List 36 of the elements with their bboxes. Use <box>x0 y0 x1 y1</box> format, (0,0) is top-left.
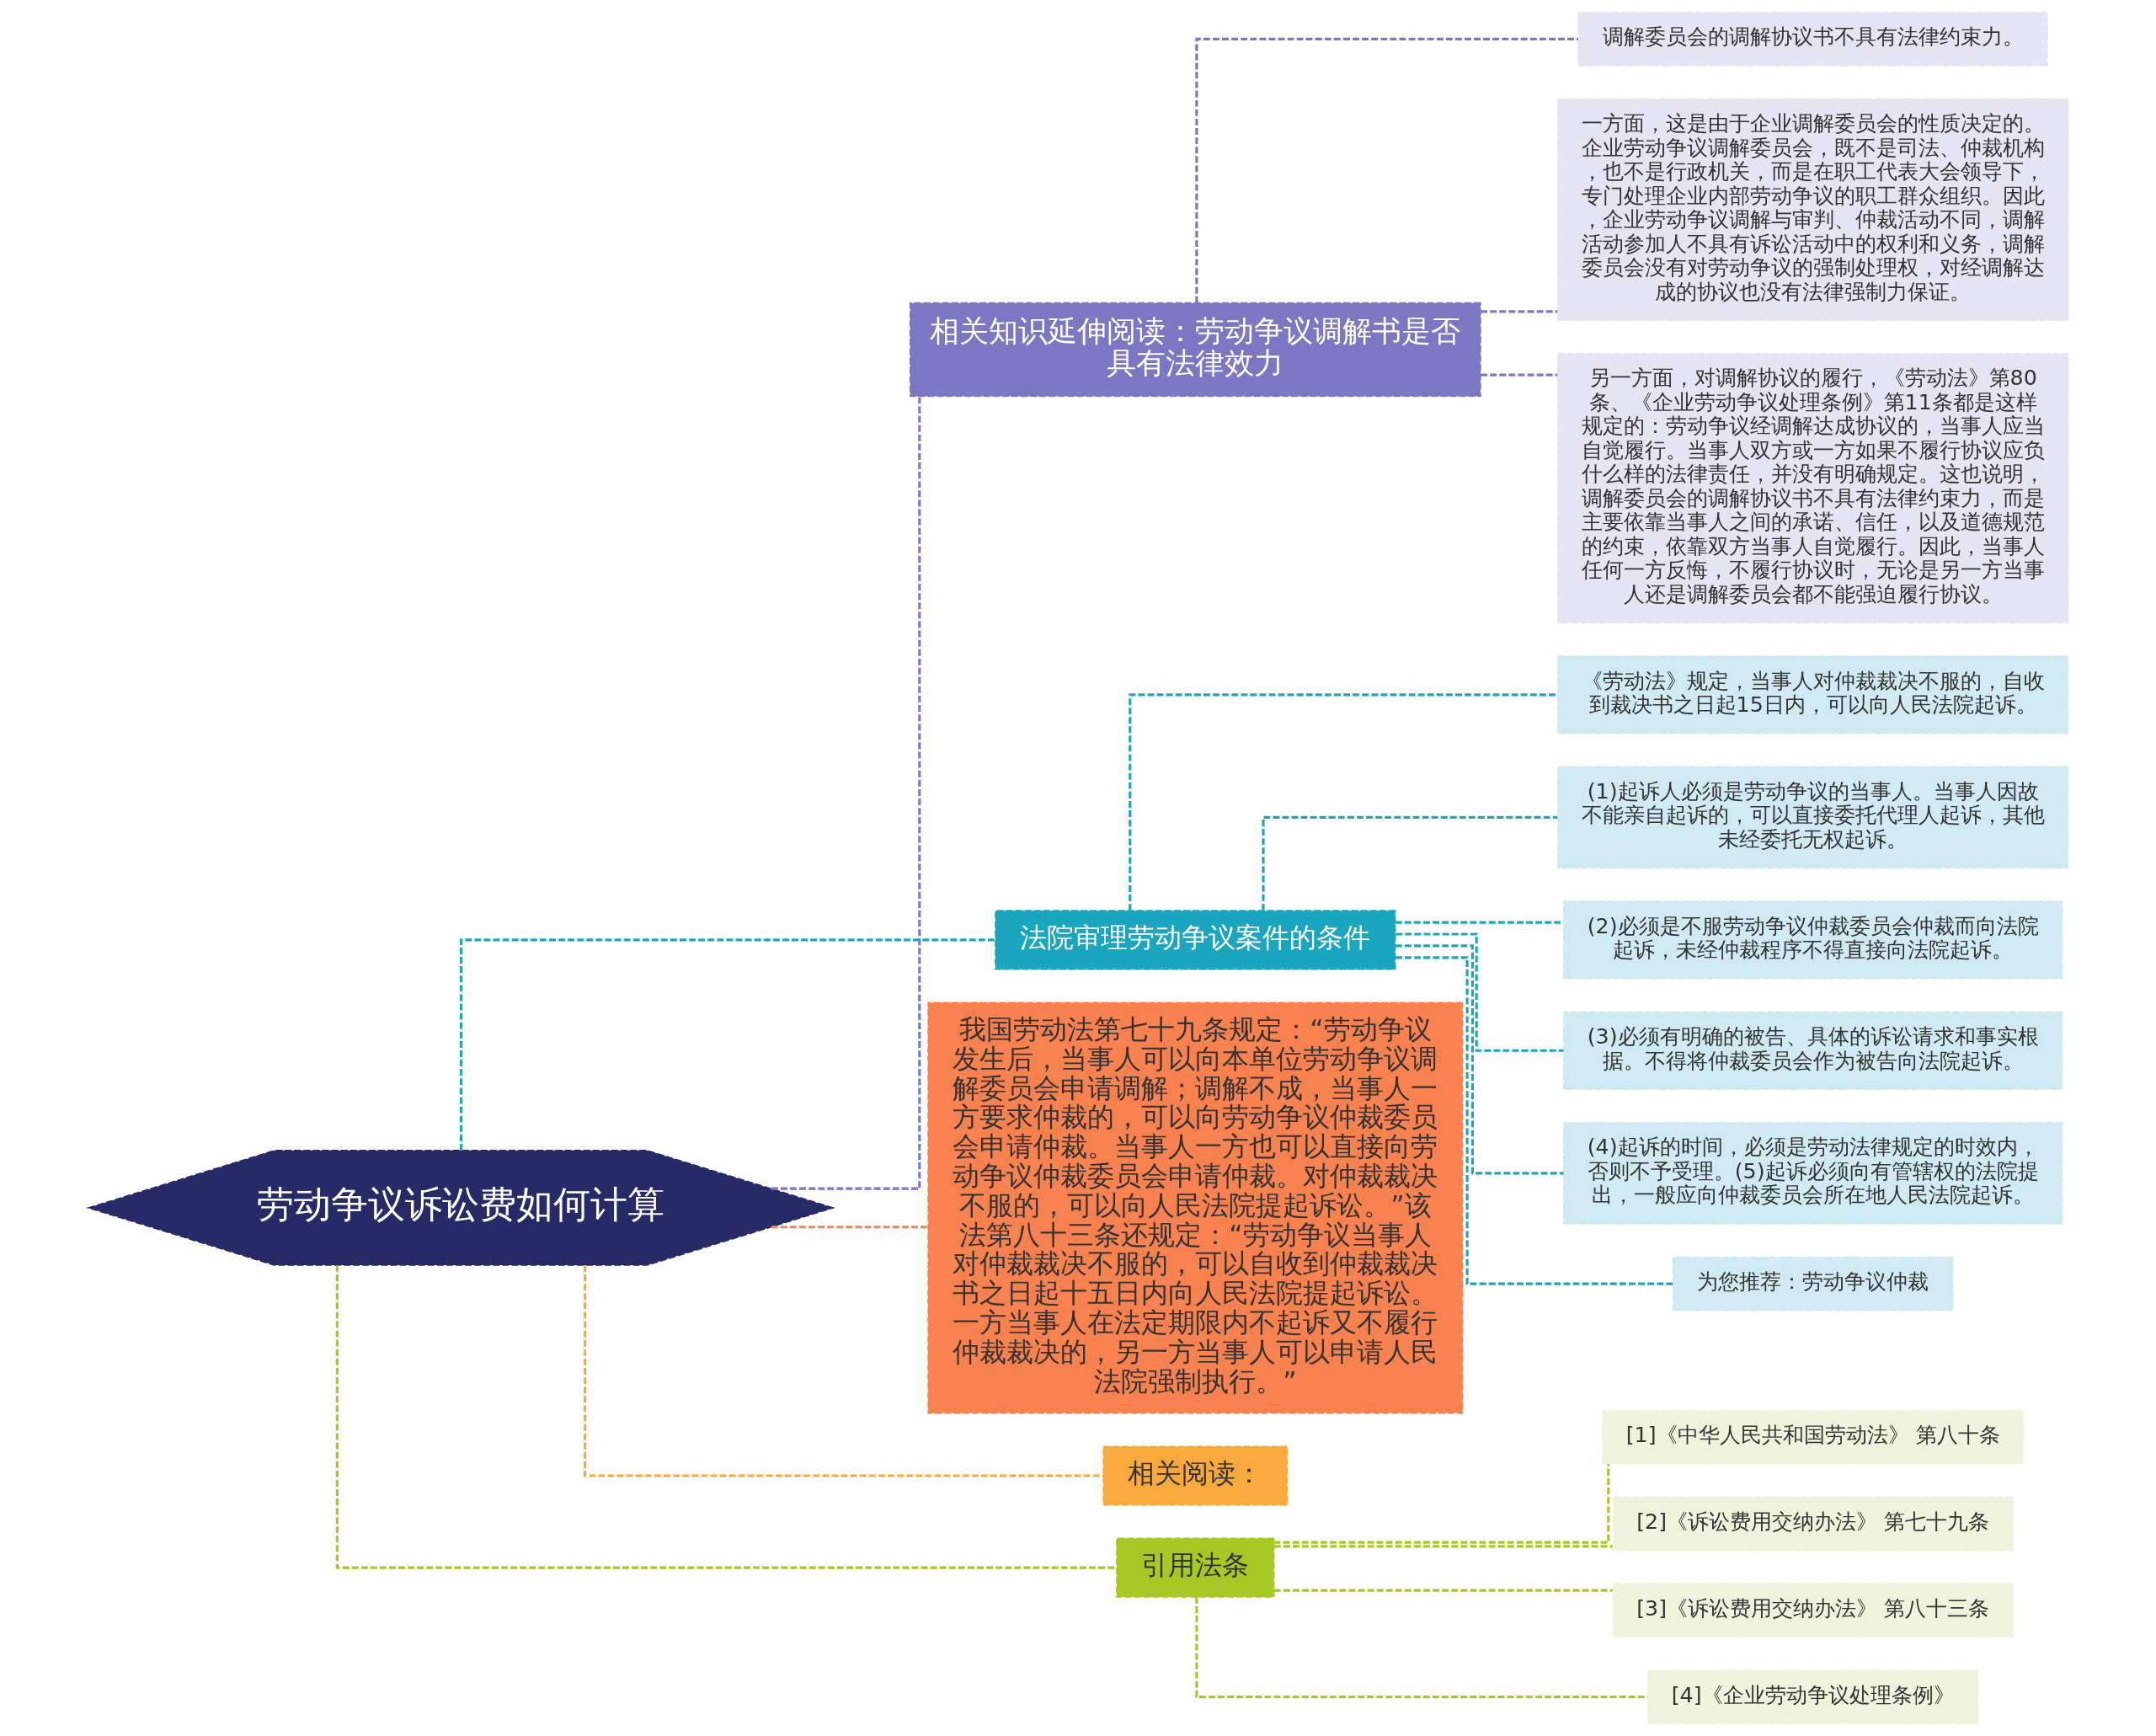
connector <box>1273 1464 1609 1544</box>
node-box: [2]《诉讼费用交纳办法》 第七十九条 <box>1612 1496 2014 1552</box>
connector <box>1395 932 1564 1052</box>
node-box: 另一方面，对调解协议的履行，《劳动法》第80条、《企业劳动争议处理条例》第11条都是这样规定的：劳动争议经调解达成协议的，当事人应当自觉履行。当事人双方或一方如果不履行协议应负什么样的法律责任，并没有明确规定。这也说明，调解委员会的调解协议书不具有法律约束力，而是主要依靠当事人之间的承诺、信任，以及道德规范的约束，依靠双方当事人自觉履行。因此，当事人任何一方反悔，不履行协议时，无论是另一方当事人还是调解委员会都不能强迫履行协议。 <box>1556 352 2068 624</box>
connector <box>1395 956 1673 1285</box>
connector <box>1194 37 1578 303</box>
connector <box>1261 815 1557 911</box>
node-box: [4]《企业劳动争议处理条例》 <box>1646 1669 1979 1725</box>
node-box: [1]《中华人民共和国劳动法》 第八十条 <box>1601 1409 2024 1465</box>
node-box: (4)起诉的时间，必须是劳动法律规定的时效内，否则不予受理。(5)起诉必须向有管辖权的法院提出，一般应向仲裁委员会所在地人民法院起诉。 <box>1562 1121 2063 1225</box>
connector <box>1194 1597 1647 1699</box>
connector <box>335 1265 1117 1569</box>
node-box: 我国劳动法第七十九条规定：“劳动争议发生后，当事人可以向本单位劳动争议调解委员会申请调解；调解不成，当事人一方要求仲裁的，可以向劳动争议仲裁委员会申请仲裁。当事人一方也可以直接向劳动争议仲裁委员会申请仲裁。对仲裁裁决不服的，可以向人民法院提起诉讼。”该法第八十三条还规定：“劳动争议当事人对仲裁裁决不服的，可以自收到仲裁裁决书之日起十五日内向人民法院提起诉讼。一方当事人在法定期限内不起诉又不履行仲裁裁决的，另一方当事人可以申请人民法院强制执行。” <box>926 1002 1463 1414</box>
connector <box>1273 1589 1613 1592</box>
connector <box>1480 373 1557 377</box>
node-box: 法院审理劳动争议案件的条件 <box>994 910 1396 970</box>
connector <box>1395 944 1564 1175</box>
connector <box>1395 921 1563 924</box>
node-box: 调解委员会的调解协议书不具有法律约束力。 <box>1577 11 2048 67</box>
node-box: 一方面，这是由于企业调解委员会的性质决定的。企业劳动争议调解委员会，既不是司法、仲裁机构，也不是行政机关，而是在职工代表大会领导下，专门处理企业内部劳动争议的职工群众组织。因此，企业劳动争议调解与审判、仲裁活动不同，调解活动参加人不具有诉讼活动中的权利和义务，调解委员会没有对劳动争议的强制处理权，对经调解达成的协议也没有法律强制力保证。 <box>1556 98 2068 321</box>
connector <box>771 1226 928 1229</box>
connector <box>771 396 921 1190</box>
node-box: (2)必须是不服劳动争议仲裁委员会仲裁而向法院起诉，未经仲裁程序不得直接向法院起诉。 <box>1562 900 2063 980</box>
connector <box>583 1265 1103 1477</box>
node-box: 相关知识延伸阅读：劳动争议调解书是否具有法律效力 <box>909 302 1481 398</box>
node-box: 相关阅读： <box>1102 1445 1288 1506</box>
connector <box>1273 1545 1613 1548</box>
node-box: (3)必须有明确的被告、具体的诉讼请求和事实根据。不得将仲裁委员会作为被告向法院起诉。 <box>1562 1011 2063 1090</box>
connector <box>1128 693 1558 911</box>
connector <box>1480 310 1557 313</box>
node-box: 为您推荐：劳动争议仲裁 <box>1672 1256 1954 1311</box>
node-box: 引用法条 <box>1115 1537 1274 1598</box>
connector <box>459 938 995 1151</box>
node-box: (1)起诉人必须是劳动争议的当事人。当事人因故不能亲自起诉的，可以直接委托代理人起诉，其他未经委托无权起诉。 <box>1556 766 2068 869</box>
node-box: 《劳动法》规定，当事人对仲裁裁决不服的，自收到裁决书之日起15日内，可以向人民法院起诉。 <box>1556 655 2068 734</box>
node-box: [3]《诉讼费用交纳办法》 第八十三条 <box>1612 1583 2014 1638</box>
